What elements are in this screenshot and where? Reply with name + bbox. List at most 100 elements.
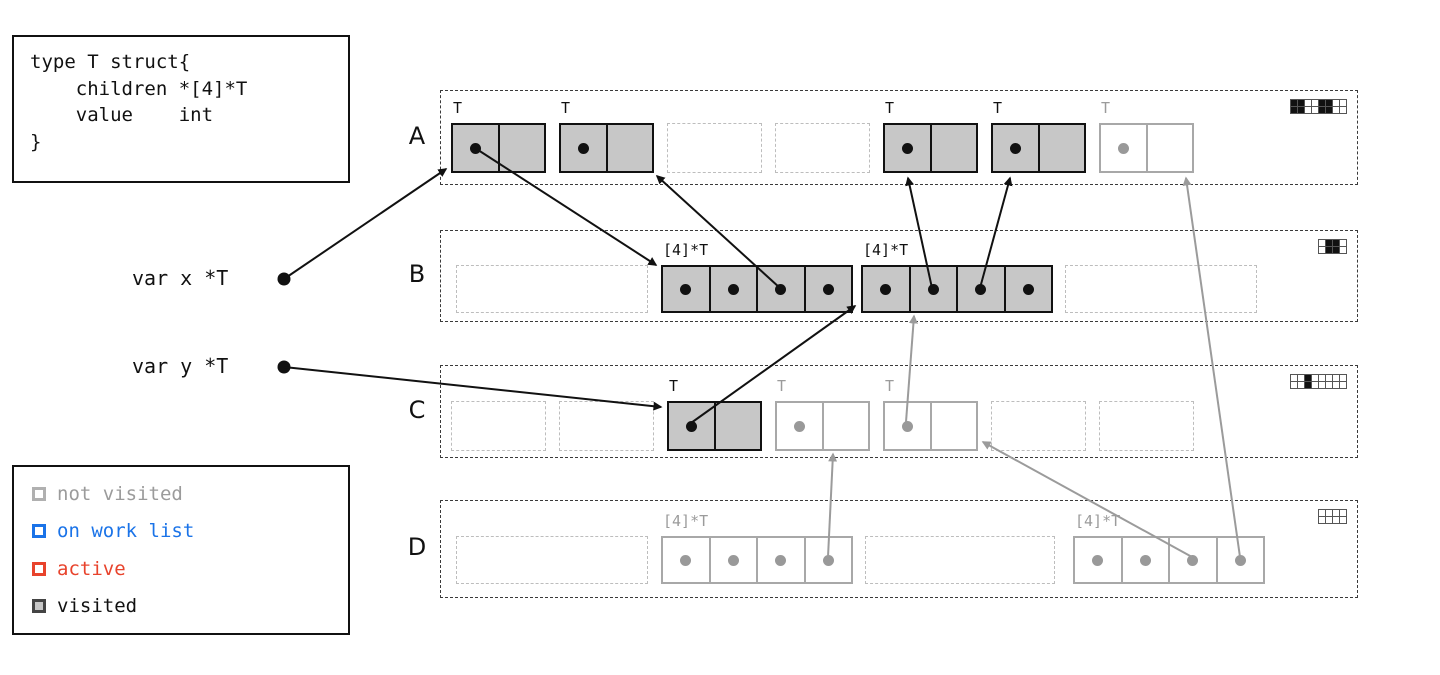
bitmap-cell <box>1312 375 1318 381</box>
object-struct-visited <box>451 123 546 173</box>
pointer-dot <box>1234 554 1246 566</box>
bitmap-cell <box>1319 100 1325 106</box>
memory-cell <box>863 267 909 311</box>
object-type-label: T <box>1101 99 1111 117</box>
pointer-dot <box>775 554 787 566</box>
bitmap-cell <box>1333 382 1339 388</box>
bitmap-cell <box>1291 375 1297 381</box>
memory-cell <box>663 267 709 311</box>
object-type-label: T <box>885 377 895 395</box>
empty-slot <box>775 123 870 173</box>
bitmap-cell <box>1340 510 1346 516</box>
bitmap-cell <box>1340 107 1346 113</box>
empty-slot <box>1065 265 1257 313</box>
empty-slot <box>865 536 1055 584</box>
span-B-box: [4]*T[4]*T <box>440 230 1358 322</box>
object-struct-not_visited <box>1099 123 1194 173</box>
object-type-label: [4]*T <box>663 512 709 530</box>
bitmap-cell <box>1326 517 1332 523</box>
memory-cell <box>756 538 804 582</box>
memory-cell <box>1075 538 1121 582</box>
memory-cell <box>663 538 709 582</box>
object-type-label: T <box>453 99 463 117</box>
object-struct-not_visited <box>775 401 870 451</box>
memory-cell <box>708 538 757 582</box>
bitmap-cell <box>1333 510 1339 516</box>
pointer-dot <box>822 283 834 295</box>
object-type-label: T <box>669 377 679 395</box>
memory-cell <box>497 125 545 171</box>
memory-cell <box>1215 538 1264 582</box>
memory-cell <box>993 125 1038 171</box>
var-y-label: var y *T <box>132 354 229 378</box>
memory-cell <box>929 125 977 171</box>
bitmap-cell <box>1298 382 1304 388</box>
object-struct-visited <box>559 123 654 173</box>
bitmap-cell <box>1298 375 1304 381</box>
pointer-dot <box>901 142 913 154</box>
legend-item-visited: visited <box>32 595 330 617</box>
pointer-dot <box>1009 142 1021 154</box>
bitmap-cell <box>1312 100 1318 106</box>
memory-cell <box>1120 538 1169 582</box>
bitmap-cell <box>1319 510 1325 516</box>
empty-slot <box>456 536 648 584</box>
type-definition-code: type T struct{ children *[4]*T value int… <box>30 51 248 153</box>
span-A-bitmap-icon <box>1290 99 1347 114</box>
empty-slot <box>456 265 648 313</box>
bitmap-cell <box>1340 247 1346 253</box>
pointer-dot <box>880 283 892 295</box>
bitmap-cell <box>1291 382 1297 388</box>
type-definition-box: type T struct{ children *[4]*T value int… <box>12 35 350 183</box>
object-array-visited <box>861 265 1053 313</box>
pointer-dot <box>727 554 739 566</box>
legend: not visited on work list active visited <box>12 465 350 635</box>
legend-item-not-visited: not visited <box>32 483 330 505</box>
pointer-dot <box>1139 554 1151 566</box>
bitmap-cell <box>1305 100 1311 106</box>
bitmap-cell <box>1326 240 1332 246</box>
empty-slot <box>1099 401 1194 451</box>
empty-slot <box>451 401 546 451</box>
memory-cell <box>885 403 930 449</box>
object-type-label: T <box>561 99 571 117</box>
legend-label-active: active <box>57 557 126 580</box>
object-type-label: T <box>777 377 787 395</box>
pointer-dot <box>775 283 787 295</box>
bitmap-cell <box>1340 382 1346 388</box>
bitmap-cell <box>1340 517 1346 523</box>
legend-label-not-visited: not visited <box>57 483 183 505</box>
bitmap-cell <box>1340 375 1346 381</box>
pointer-dot <box>680 283 692 295</box>
bitmap-cell <box>1319 107 1325 113</box>
memory-cell <box>929 403 977 449</box>
pointer-dot <box>793 420 805 432</box>
memory-cell <box>908 267 957 311</box>
legend-item-on-work-list: on work list <box>32 520 330 542</box>
legend-label-on-work-list: on work list <box>57 520 195 543</box>
memory-cell <box>669 403 714 449</box>
object-type-label: T <box>885 99 895 117</box>
bitmap-cell <box>1291 107 1297 113</box>
pointer-dot <box>577 142 589 154</box>
pointer-dot <box>680 554 692 566</box>
memory-cell <box>1003 267 1052 311</box>
memory-cell <box>821 403 869 449</box>
object-struct-visited <box>991 123 1086 173</box>
memory-cell <box>803 538 852 582</box>
pointer-dot <box>1092 554 1104 566</box>
pointer-dot <box>975 283 987 295</box>
empty-slot <box>991 401 1086 451</box>
object-struct-visited <box>667 401 762 451</box>
memory-cell <box>453 125 498 171</box>
bitmap-cell <box>1305 382 1311 388</box>
span-D-box: [4]*T[4]*T <box>440 500 1358 598</box>
object-type-label: [4]*T <box>863 241 909 259</box>
pointer-dot <box>822 554 834 566</box>
bitmap-cell <box>1333 100 1339 106</box>
memory-cell <box>803 267 852 311</box>
pointer-dot <box>927 283 939 295</box>
bitmap-cell <box>1319 382 1325 388</box>
memory-cell <box>956 267 1004 311</box>
